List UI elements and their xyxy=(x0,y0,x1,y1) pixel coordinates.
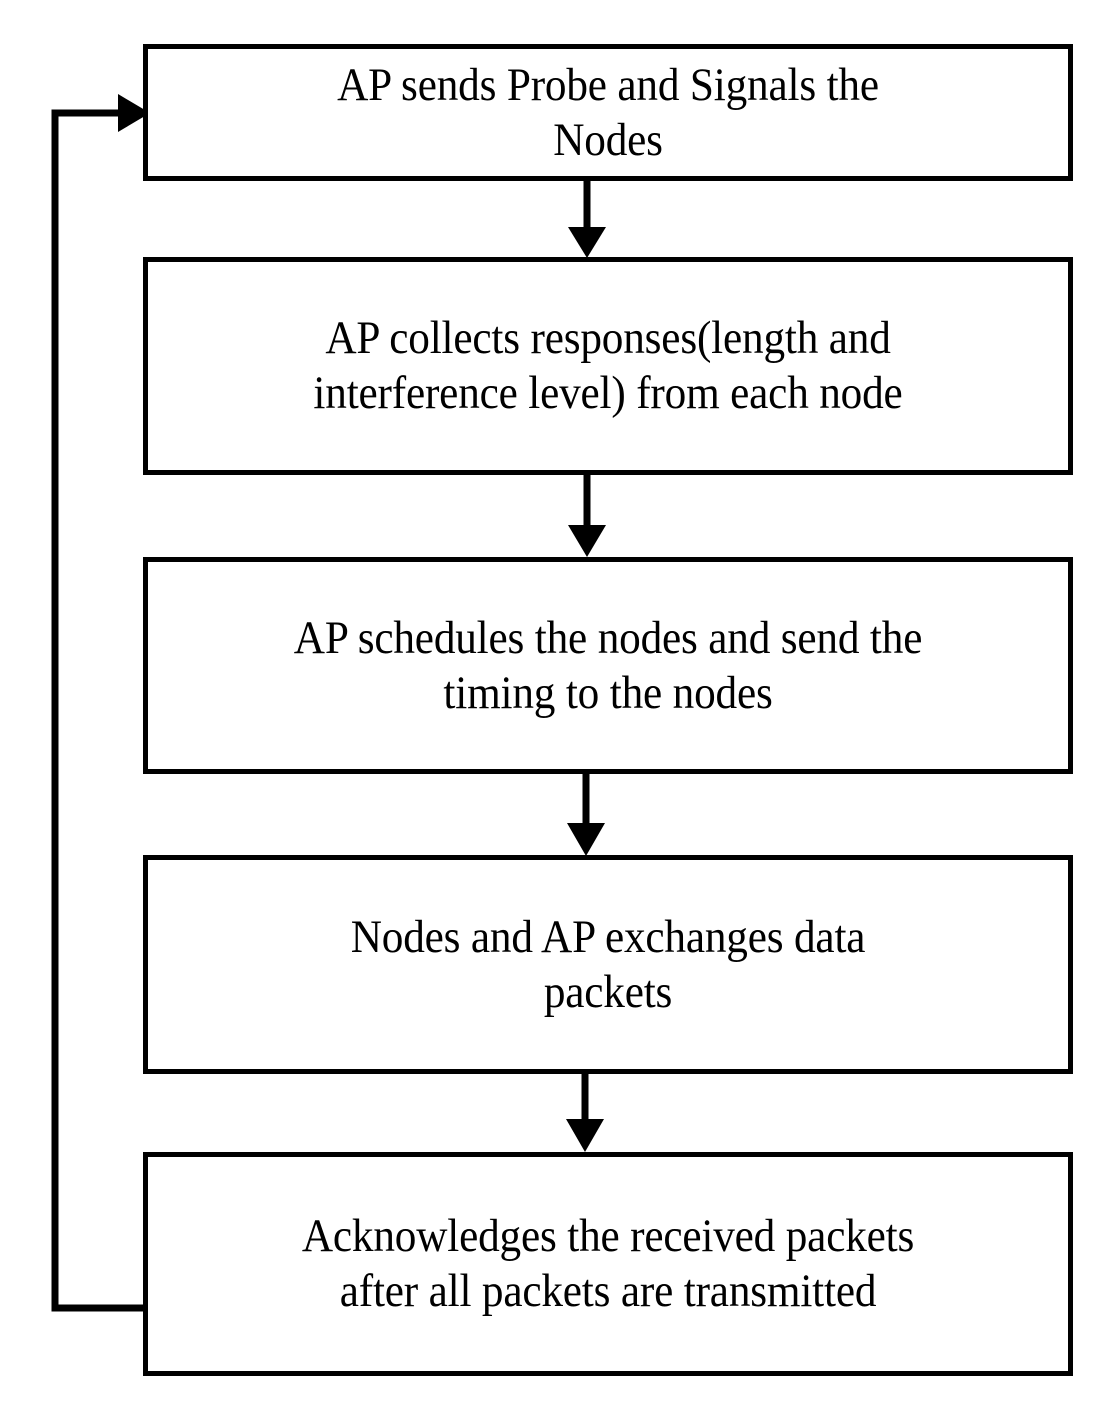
flow-node-5-label: Acknowledges the received packets after … xyxy=(301,1210,915,1317)
connector-node3-node4 xyxy=(567,774,605,856)
flow-node-1-label: AP sends Probe and Signals the Nodes xyxy=(337,58,879,166)
connector-node4-node5 xyxy=(566,1074,604,1152)
flow-node-5[interactable]: Acknowledges the received packets after … xyxy=(143,1152,1073,1376)
flow-node-1[interactable]: AP sends Probe and Signals the Nodes xyxy=(143,44,1073,181)
flow-node-3-label: AP schedules the nodes and send the timi… xyxy=(293,611,923,719)
flow-node-2-label: AP collects responses(length and interfe… xyxy=(313,312,903,419)
flow-node-2[interactable]: AP collects responses(length and interfe… xyxy=(143,257,1073,475)
connector-feedback-node5-node1 xyxy=(51,94,150,1312)
connector-node2-node3 xyxy=(568,475,606,557)
flow-node-4-label: Nodes and AP exchanges data packets xyxy=(350,910,866,1018)
connector-node1-node2 xyxy=(568,181,606,258)
flow-node-4[interactable]: Nodes and AP exchanges data packets xyxy=(143,855,1073,1074)
flow-node-3[interactable]: AP schedules the nodes and send the timi… xyxy=(143,557,1073,774)
